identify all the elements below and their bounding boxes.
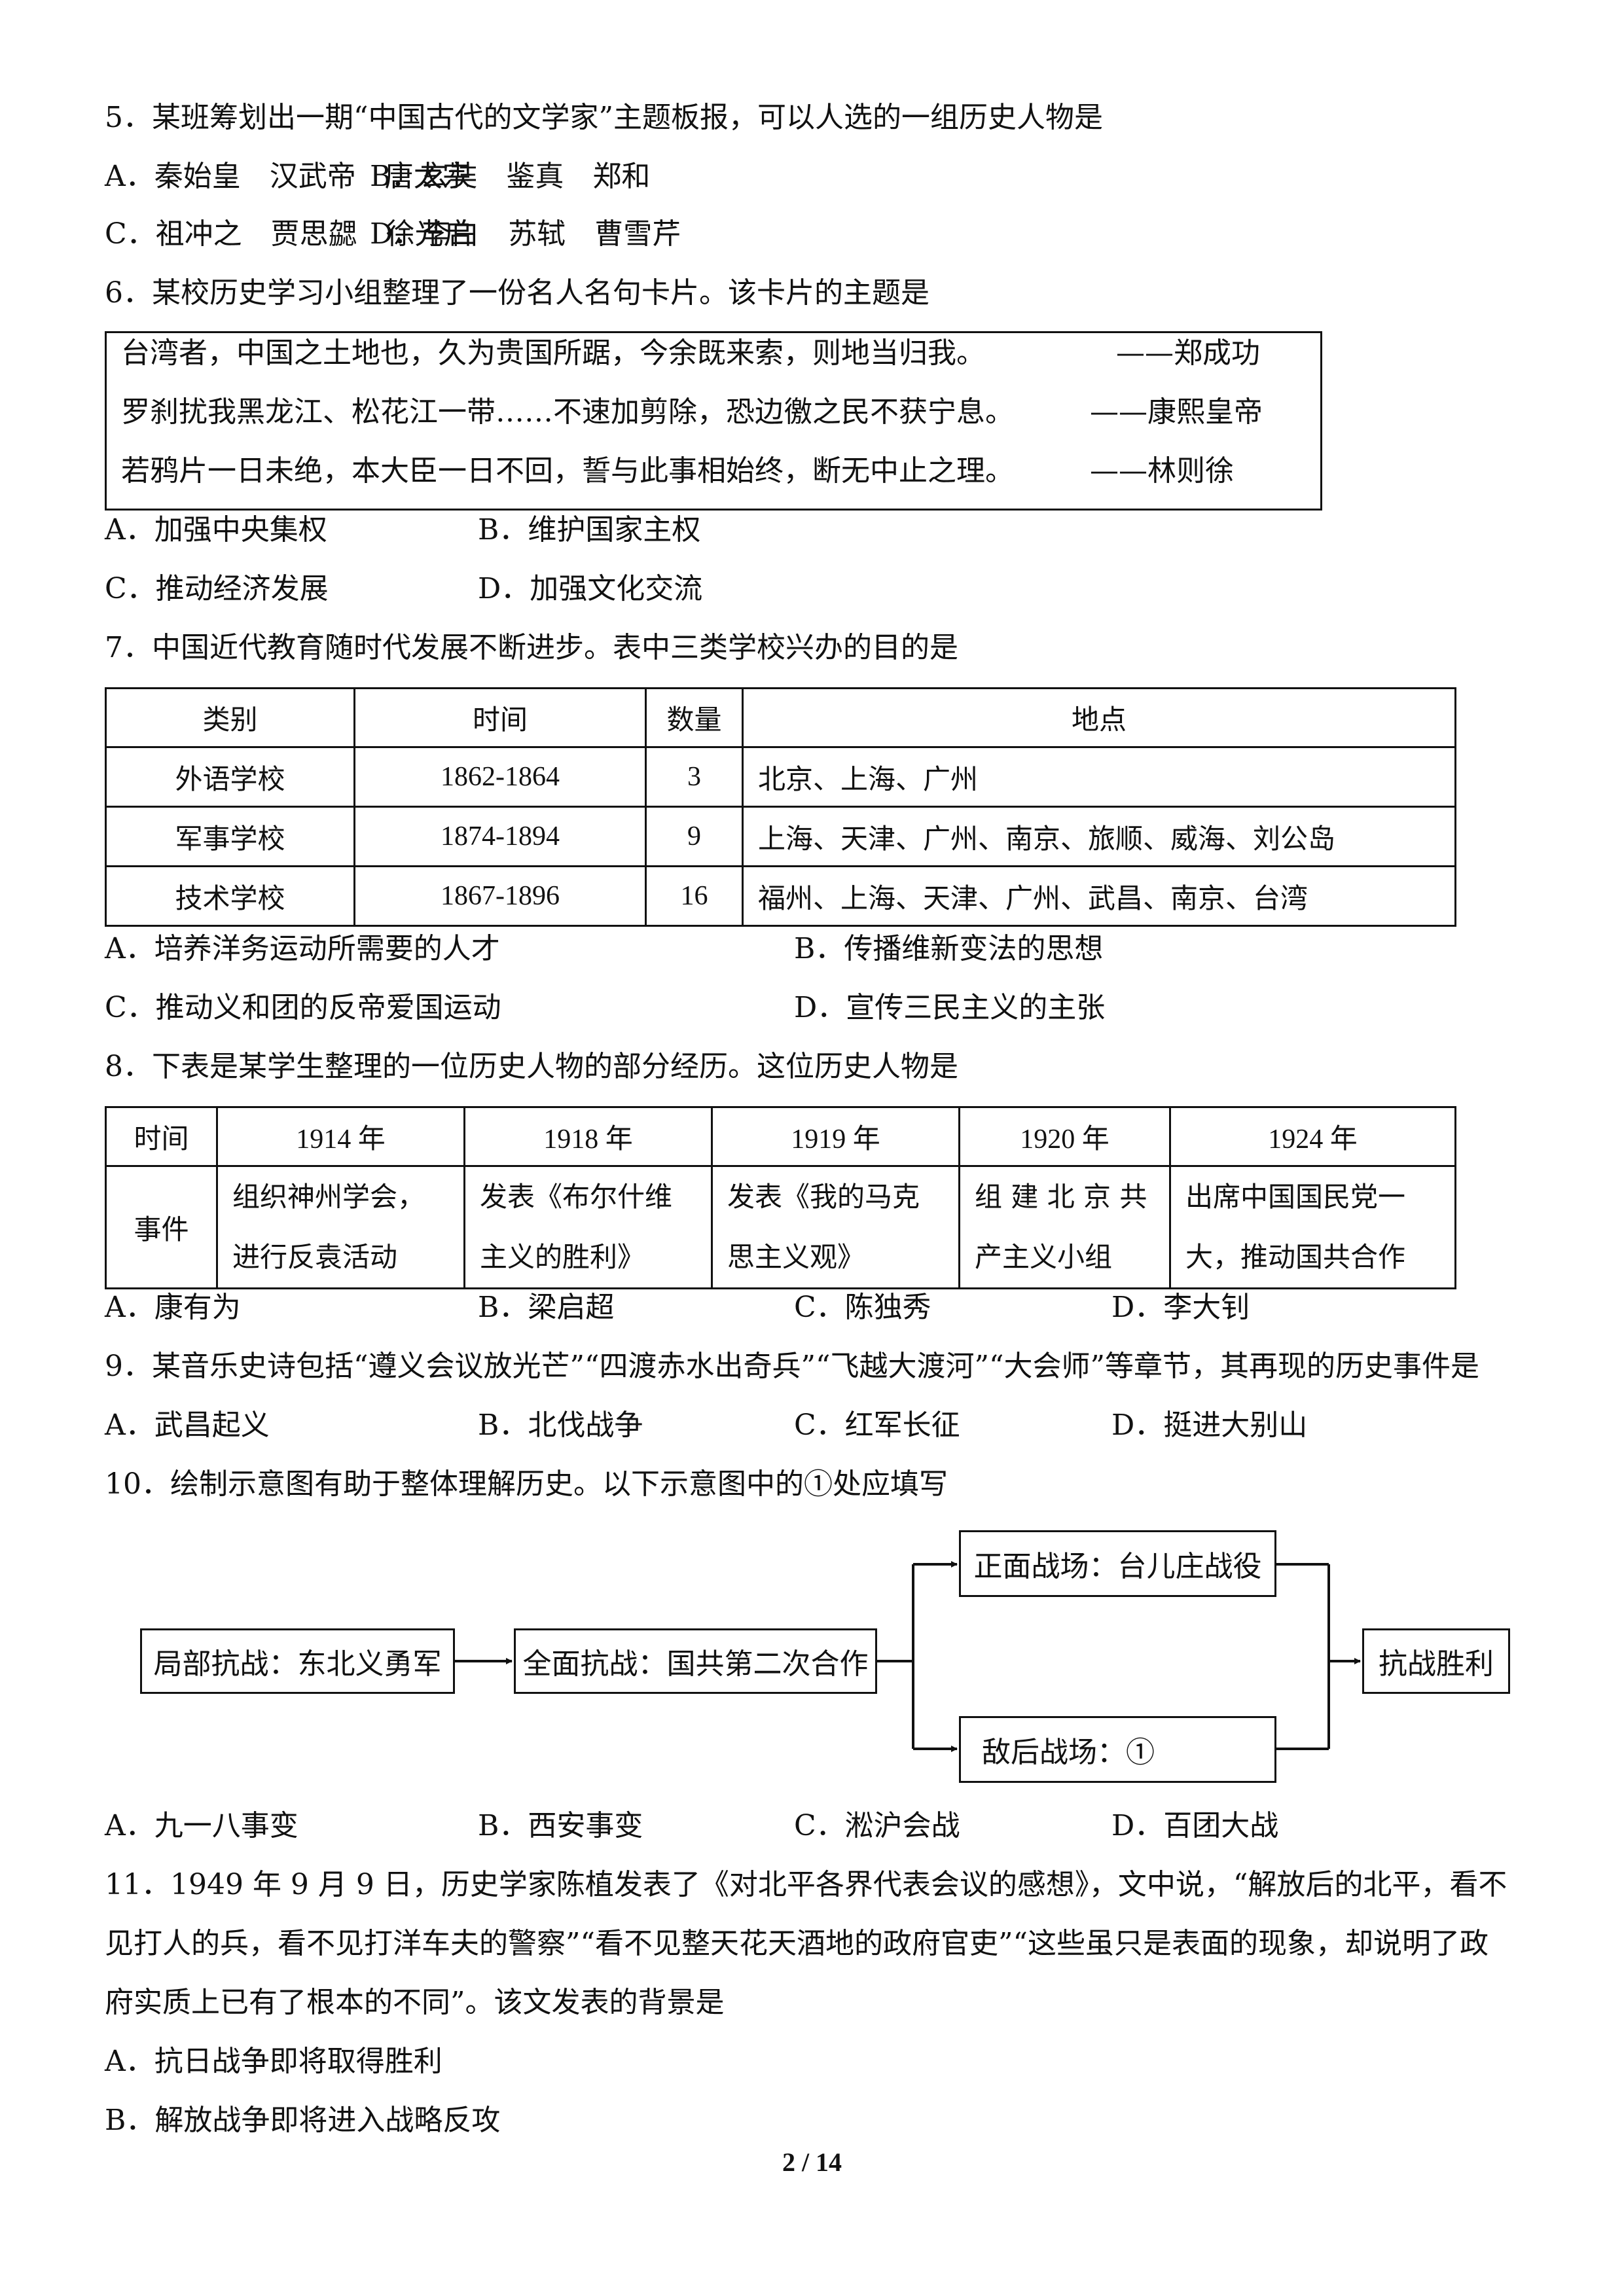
table-header-cell: 1920 年 [958, 1106, 1171, 1167]
table-header-cell: 1914 年 [216, 1106, 465, 1167]
quote-text-3: 若鸦片一日未绝，本大臣一日不回，誓与此事相始终，断无中止之理。 [121, 454, 1014, 488]
table-header-cell: 1919 年 [711, 1106, 960, 1167]
table-cell: 福州、上海、天津、广州、武昌、南京、台湾 [742, 865, 1456, 927]
q6-option-b: B．维护国家主权 [478, 513, 701, 547]
table-header-cell: 类别 [105, 687, 355, 748]
q11-stem-line-3: 府实质上已有了根本的不同”。该文发表的背景是 [105, 1986, 725, 2019]
event-cell: 组织神州学会， 进行反袁活动 [216, 1165, 465, 1289]
page-number: 2 / 14 [782, 2147, 842, 2177]
event-line: 进行反袁活动 [232, 1241, 398, 1273]
table-cell: 外语学校 [105, 746, 355, 808]
diagram-victory: 抗战胜利 [1362, 1628, 1510, 1694]
row-label-event: 事件 [105, 1165, 218, 1289]
quote-author-3: ——林则徐 [1090, 454, 1234, 488]
q9-option-a: A．武昌起义 [105, 1408, 270, 1442]
event-line: 出席中国国民党一 [1185, 1181, 1406, 1213]
diagram-local-war: 局部抗战：东北义勇军 [140, 1628, 455, 1694]
q8-option-a: A．康有为 [105, 1291, 241, 1324]
table-header-cell: 数量 [645, 687, 744, 748]
quote-text-2: 罗刹扰我黑龙江、松花江一带……不速加剪除，恐边徼之民不获宁息。 [121, 395, 1014, 429]
q8-option-c: C．陈独秀 [794, 1291, 931, 1324]
q7-option-c: C．推动义和团的反帝爱国运动 [105, 991, 501, 1024]
table-header-row: 时间 1914 年 1918 年 1919 年 1920 年 1924 年 [105, 1106, 1456, 1167]
diagram-rear-battlefield: 敌后战场：① [959, 1716, 1276, 1783]
table-cell: 1862-1864 [353, 746, 647, 808]
table-cell: 1867-1896 [353, 865, 647, 927]
biography-table: 时间 1914 年 1918 年 1919 年 1920 年 1924 年 事件… [105, 1106, 1456, 1289]
event-line: 思主义观》 [727, 1241, 865, 1273]
event-cell: 发表《我的马克思主义观》 [711, 1165, 960, 1289]
q10-option-b: B．西安事变 [478, 1809, 643, 1842]
event-line: 组织神州学会， [232, 1181, 425, 1213]
q9-option-d: D．挺进大别山 [1111, 1408, 1308, 1442]
q7-stem: 7．中国近代教育随时代发展不断进步。表中三类学校兴办的目的是 [105, 631, 958, 664]
table-cell: 技术学校 [105, 865, 355, 927]
table-header-cell: 时间 [353, 687, 647, 748]
q5-option-b: B．玄奘 鉴真 郑和 [370, 160, 651, 193]
table-cell: 3 [645, 746, 744, 808]
event-cell: 组 建 北 京 共产主义小组 [958, 1165, 1171, 1289]
table-row: 技术学校 1867-1896 16 福州、上海、天津、广州、武昌、南京、台湾 [105, 865, 1456, 927]
q5-stem: 5．某班筹划出一期“中国古代的文学家”主题板报，可以人选的一组历史人物是 [105, 101, 1103, 134]
q11-stem-line-2: 见打人的兵，看不见打洋车夫的警察”“看不见整天花天酒地的政府官吏”“这些虽只是表… [105, 1927, 1489, 1960]
event-line: 大，推动国共合作 [1185, 1241, 1406, 1273]
diagram-front-battlefield: 正面战场：台儿庄战役 [959, 1530, 1276, 1597]
q5-option-c: C．祖冲之 贾思勰 徐光启 [105, 217, 473, 251]
q11-option-b: B．解放战争即将进入战略反攻 [105, 2104, 501, 2137]
q8-option-d: D．李大钊 [1111, 1291, 1250, 1324]
table-cell: 9 [645, 806, 744, 867]
event-line: 组 建 北 京 共 [975, 1181, 1147, 1213]
event-cell: 出席中国国民党一大，推动国共合作 [1169, 1165, 1456, 1289]
q7-option-d: D．宣传三民主义的主张 [794, 991, 1106, 1024]
table-header-row: 类别 时间 数量 地点 [105, 687, 1456, 748]
event-line: 发表《布尔什维 [480, 1181, 673, 1213]
q5-option-a: A．秦始皇 汉武帝 唐太宗 [105, 160, 471, 193]
q10-option-a: A．九一八事变 [105, 1809, 298, 1842]
table-cell: 1874-1894 [353, 806, 647, 867]
table-header-cell: 1918 年 [463, 1106, 713, 1167]
q9-option-c: C．红军长征 [794, 1408, 960, 1442]
q9-stem: 9．某音乐史诗包括“遵义会议放光芒”“四渡赤水出奇兵”“飞越大渡河”“大会师”等… [105, 1350, 1479, 1383]
quote-text-1: 台湾者，中国之土地也，久为贵国所踞，今余既来索，则地当归我。 [121, 336, 985, 370]
quote-author-1: ——郑成功 [1116, 336, 1260, 370]
q8-stem: 8．下表是某学生整理的一位历史人物的部分经历。这位历史人物是 [105, 1050, 958, 1083]
q9-option-b: B．北伐战争 [478, 1408, 643, 1442]
quote-author-2: ——康熙皇帝 [1090, 395, 1263, 429]
q11-option-a: A．抗日战争即将取得胜利 [105, 2045, 442, 2078]
diagram-full-war: 全面抗战：国共第二次合作 [514, 1628, 877, 1694]
row-label-time: 时间 [105, 1106, 218, 1167]
event-line: 主义的胜利》 [480, 1241, 645, 1273]
q10-stem: 10．绘制示意图有助于整体理解历史。以下示意图中的①处应填写 [105, 1467, 948, 1501]
school-table: 类别 时间 数量 地点 外语学校 1862-1864 3 北京、上海、广州 军事… [105, 687, 1456, 927]
table-row: 外语学校 1862-1864 3 北京、上海、广州 [105, 746, 1456, 808]
event-cell: 发表《布尔什维主义的胜利》 [463, 1165, 713, 1289]
q6-option-c: C．推动经济发展 [105, 572, 329, 605]
q5-option-d: D．李白 苏轼 曹雪芹 [370, 217, 681, 251]
q7-option-b: B．传播维新变法的思想 [794, 932, 1104, 965]
table-cell: 北京、上海、广州 [742, 746, 1456, 808]
q10-option-c: C．淞沪会战 [794, 1809, 960, 1842]
table-cell: 16 [645, 865, 744, 927]
table-row: 军事学校 1874-1894 9 上海、天津、广州、南京、旅顺、威海、刘公岛 [105, 806, 1456, 867]
q6-stem: 6．某校历史学习小组整理了一份名人名句卡片。该卡片的主题是 [105, 276, 929, 310]
event-line: 发表《我的马克 [727, 1181, 920, 1213]
table-header-cell: 1924 年 [1169, 1106, 1456, 1167]
q8-option-b: B．梁启超 [478, 1291, 615, 1324]
q6-option-d: D．加强文化交流 [478, 572, 703, 605]
event-line: 产主义小组 [975, 1241, 1113, 1273]
table-header-cell: 地点 [742, 687, 1456, 748]
q7-option-a: A．培养洋务运动所需要的人才 [105, 932, 500, 965]
quote-card [105, 331, 1322, 511]
q6-option-a: A．加强中央集权 [105, 513, 327, 547]
table-row: 事件 组织神州学会， 进行反袁活动 发表《布尔什维主义的胜利》 发表《我的马克思主… [105, 1165, 1456, 1289]
table-cell: 军事学校 [105, 806, 355, 867]
q10-option-d: D．百团大战 [1111, 1809, 1279, 1842]
table-cell: 上海、天津、广州、南京、旅顺、威海、刘公岛 [742, 806, 1456, 867]
q11-stem-line-1: 11．1949 年 9 月 9 日，历史学家陈植发表了《对北平各界代表会议的感想… [105, 1868, 1507, 1901]
